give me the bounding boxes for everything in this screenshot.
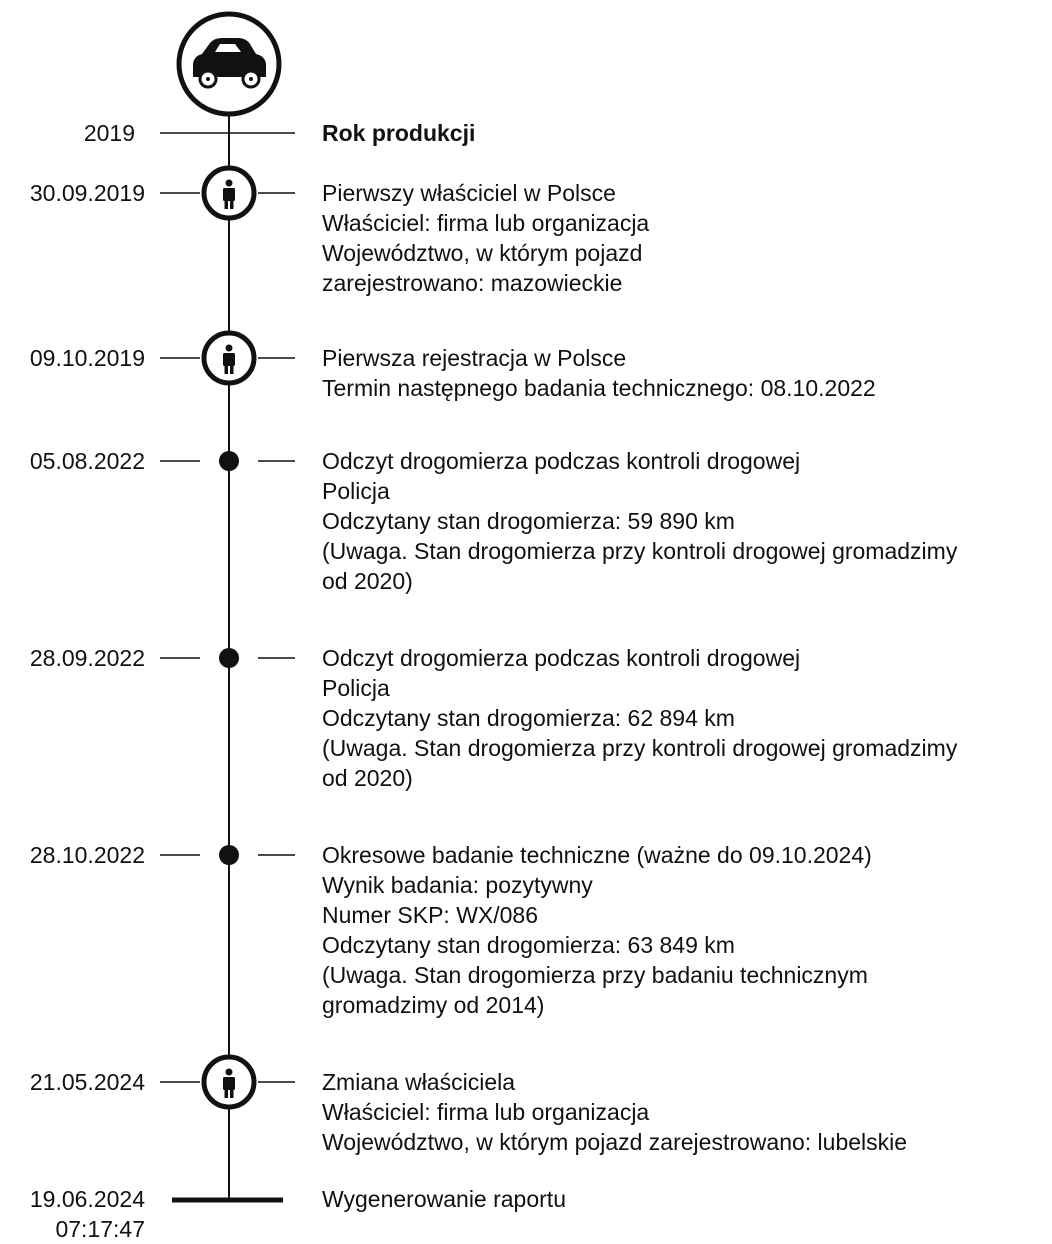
event-line: Właściciel: firma lub organizacja xyxy=(322,1099,650,1125)
event-line: Województwo, w którym pojazd xyxy=(322,240,643,266)
event-line: Okresowe badanie techniczne (ważne do 09… xyxy=(322,842,872,868)
event-date: 21.05.2024 xyxy=(29,1069,145,1095)
event-description: Okresowe badanie techniczne (ważne do 09… xyxy=(322,840,1048,1020)
event-dot xyxy=(219,845,239,865)
event-line: Zmiana właściciela xyxy=(322,1069,516,1095)
event-line: Termin następnego badania technicznego: … xyxy=(322,375,876,401)
event-line: Pierwszy właściciel w Polsce xyxy=(322,180,616,206)
event-dot xyxy=(219,648,239,668)
event-line: Policja xyxy=(322,478,390,504)
production-year: 2019 xyxy=(83,120,135,146)
person-icon xyxy=(201,330,257,386)
car-icon xyxy=(176,11,282,117)
event-line: od 2020) xyxy=(322,765,413,791)
event-line: Odczytany stan drogomierza: 59 890 km xyxy=(322,508,735,534)
event-line: (Uwaga. Stan drogomierza przy kontroli d… xyxy=(322,735,958,761)
event-line: (Uwaga. Stan drogomierza przy kontroli d… xyxy=(322,538,958,564)
event-line: Odczyt drogomierza podczas kontroli drog… xyxy=(322,645,801,671)
report-label: Wygenerowanie raportu xyxy=(322,1186,566,1212)
event-dot xyxy=(219,451,239,471)
event-line: zarejestrowano: mazowieckie xyxy=(322,270,623,296)
event-line: od 2020) xyxy=(322,568,413,594)
person-icon xyxy=(201,1054,257,1110)
event-date: 28.09.2022 xyxy=(29,645,145,671)
event-date: 28.10.2022 xyxy=(29,842,145,868)
event-line: Numer SKP: WX/086 xyxy=(322,902,539,928)
event-description: Odczyt drogomierza podczas kontroli drog… xyxy=(322,446,1048,596)
event-line: Województwo, w którym pojazd zarejestrow… xyxy=(322,1129,908,1155)
event-line: Odczyt drogomierza podczas kontroli drog… xyxy=(322,448,801,474)
event-line: Odczytany stan drogomierza: 63 849 km xyxy=(322,932,735,958)
report-time: 07:17:47 xyxy=(55,1216,145,1242)
event-line: gromadzimy od 2014) xyxy=(322,992,545,1018)
event-line: Policja xyxy=(322,675,390,701)
event-date: 05.08.2022 xyxy=(29,448,145,474)
report-date: 19.06.2024 xyxy=(29,1186,145,1212)
event-line: Pierwsza rejestracja w Polsce xyxy=(322,345,627,371)
event-line: (Uwaga. Stan drogomierza przy badaniu te… xyxy=(322,962,868,988)
event-date: 30.09.2019 xyxy=(29,180,145,206)
event-date: 09.10.2019 xyxy=(29,345,145,371)
production-year-label: Rok produkcji xyxy=(322,120,476,146)
event-description: Odczyt drogomierza podczas kontroli drog… xyxy=(322,643,1048,793)
event-line: Odczytany stan drogomierza: 62 894 km xyxy=(322,705,735,731)
event-line: Właściciel: firma lub organizacja xyxy=(322,210,650,236)
person-icon xyxy=(201,165,257,221)
event-line: Wynik badania: pozytywny xyxy=(322,872,593,898)
